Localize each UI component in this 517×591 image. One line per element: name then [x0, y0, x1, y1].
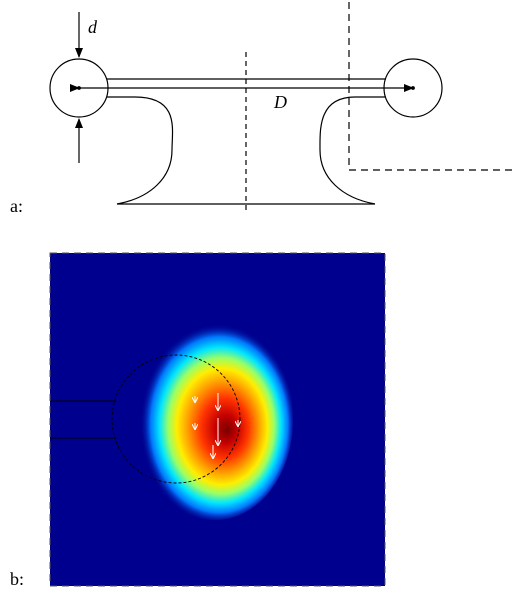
field-arrows — [195, 393, 238, 458]
zoom-box — [348, 2, 516, 171]
panel-a-diagram — [49, 2, 516, 214]
panel-a-label: a: — [10, 196, 23, 216]
left-center-dot — [77, 86, 81, 90]
right-flare — [319, 96, 376, 205]
panel-b-frame — [49, 252, 386, 587]
field-hotspot — [137, 320, 293, 520]
panel-b-label: b: — [10, 569, 24, 589]
left-flare — [116, 96, 174, 205]
symbol-d: d — [88, 17, 98, 37]
ring-section-outline — [111, 354, 241, 484]
panel-b-field-plot — [50, 253, 385, 586]
symbol-D: D — [273, 92, 287, 112]
right-center-dot — [411, 86, 415, 90]
